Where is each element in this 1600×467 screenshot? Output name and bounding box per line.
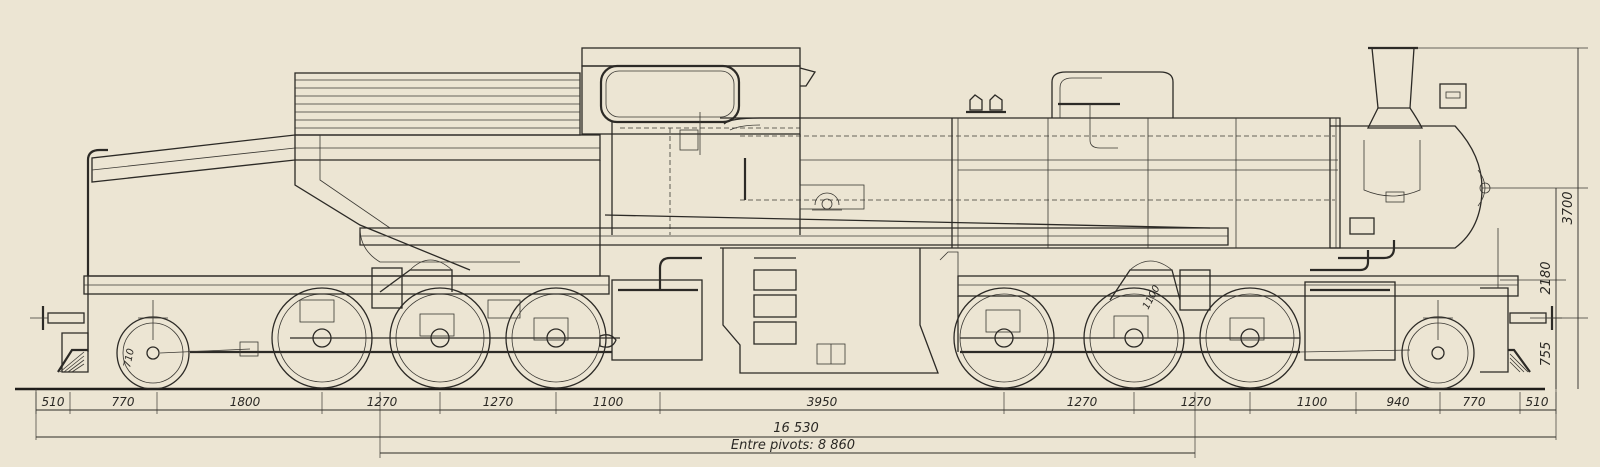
dimension-label: 770 bbox=[112, 395, 135, 409]
boiler bbox=[720, 46, 1491, 260]
pivot-distance-label: Entre pivots: 8 860 bbox=[731, 438, 855, 453]
height-dimension-label: 3700 bbox=[1561, 191, 1576, 224]
dimension-label: 770 bbox=[1463, 395, 1486, 409]
dimension-label: 510 bbox=[42, 395, 65, 409]
dimension-label: 3950 bbox=[807, 395, 838, 409]
buffer-height-dimension-label: 755 bbox=[1539, 342, 1554, 367]
dimension-label: 940 bbox=[1387, 395, 1410, 409]
dimension-label: 1800 bbox=[230, 395, 261, 409]
dimension-label: 1270 bbox=[367, 395, 398, 409]
vertical-dimension-lines bbox=[1416, 47, 1588, 389]
dimension-label: 1100 bbox=[593, 395, 624, 409]
rear-tank-unit bbox=[30, 72, 610, 373]
front-bogie-wheel-label: 710 bbox=[122, 348, 137, 369]
dimension-label: 510 bbox=[1526, 395, 1549, 409]
rear-driving-wheels bbox=[159, 259, 620, 389]
dimension-tick-marks bbox=[35, 392, 1557, 414]
front-bogie-wheel bbox=[1401, 300, 1475, 390]
segment-dimension-labels: 510 770 1800 1270 1270 1100 3950 1270 12… bbox=[42, 395, 1549, 409]
rear-driver-wheel-label: 1100 bbox=[1141, 284, 1163, 312]
cab bbox=[581, 47, 939, 374]
boiler-axis-dimension-label: 2180 bbox=[1539, 261, 1554, 294]
dimension-label: 1100 bbox=[1297, 395, 1328, 409]
rear-bogie-wheel bbox=[116, 300, 190, 390]
front-driving-wheels bbox=[953, 260, 1411, 389]
dimension-label: 1270 bbox=[1181, 395, 1212, 409]
front-unit-frame bbox=[359, 214, 1562, 373]
dimension-label: 1270 bbox=[483, 395, 514, 409]
total-length-label: 16 530 bbox=[773, 421, 819, 436]
dimension-label: 1270 bbox=[1067, 395, 1098, 409]
